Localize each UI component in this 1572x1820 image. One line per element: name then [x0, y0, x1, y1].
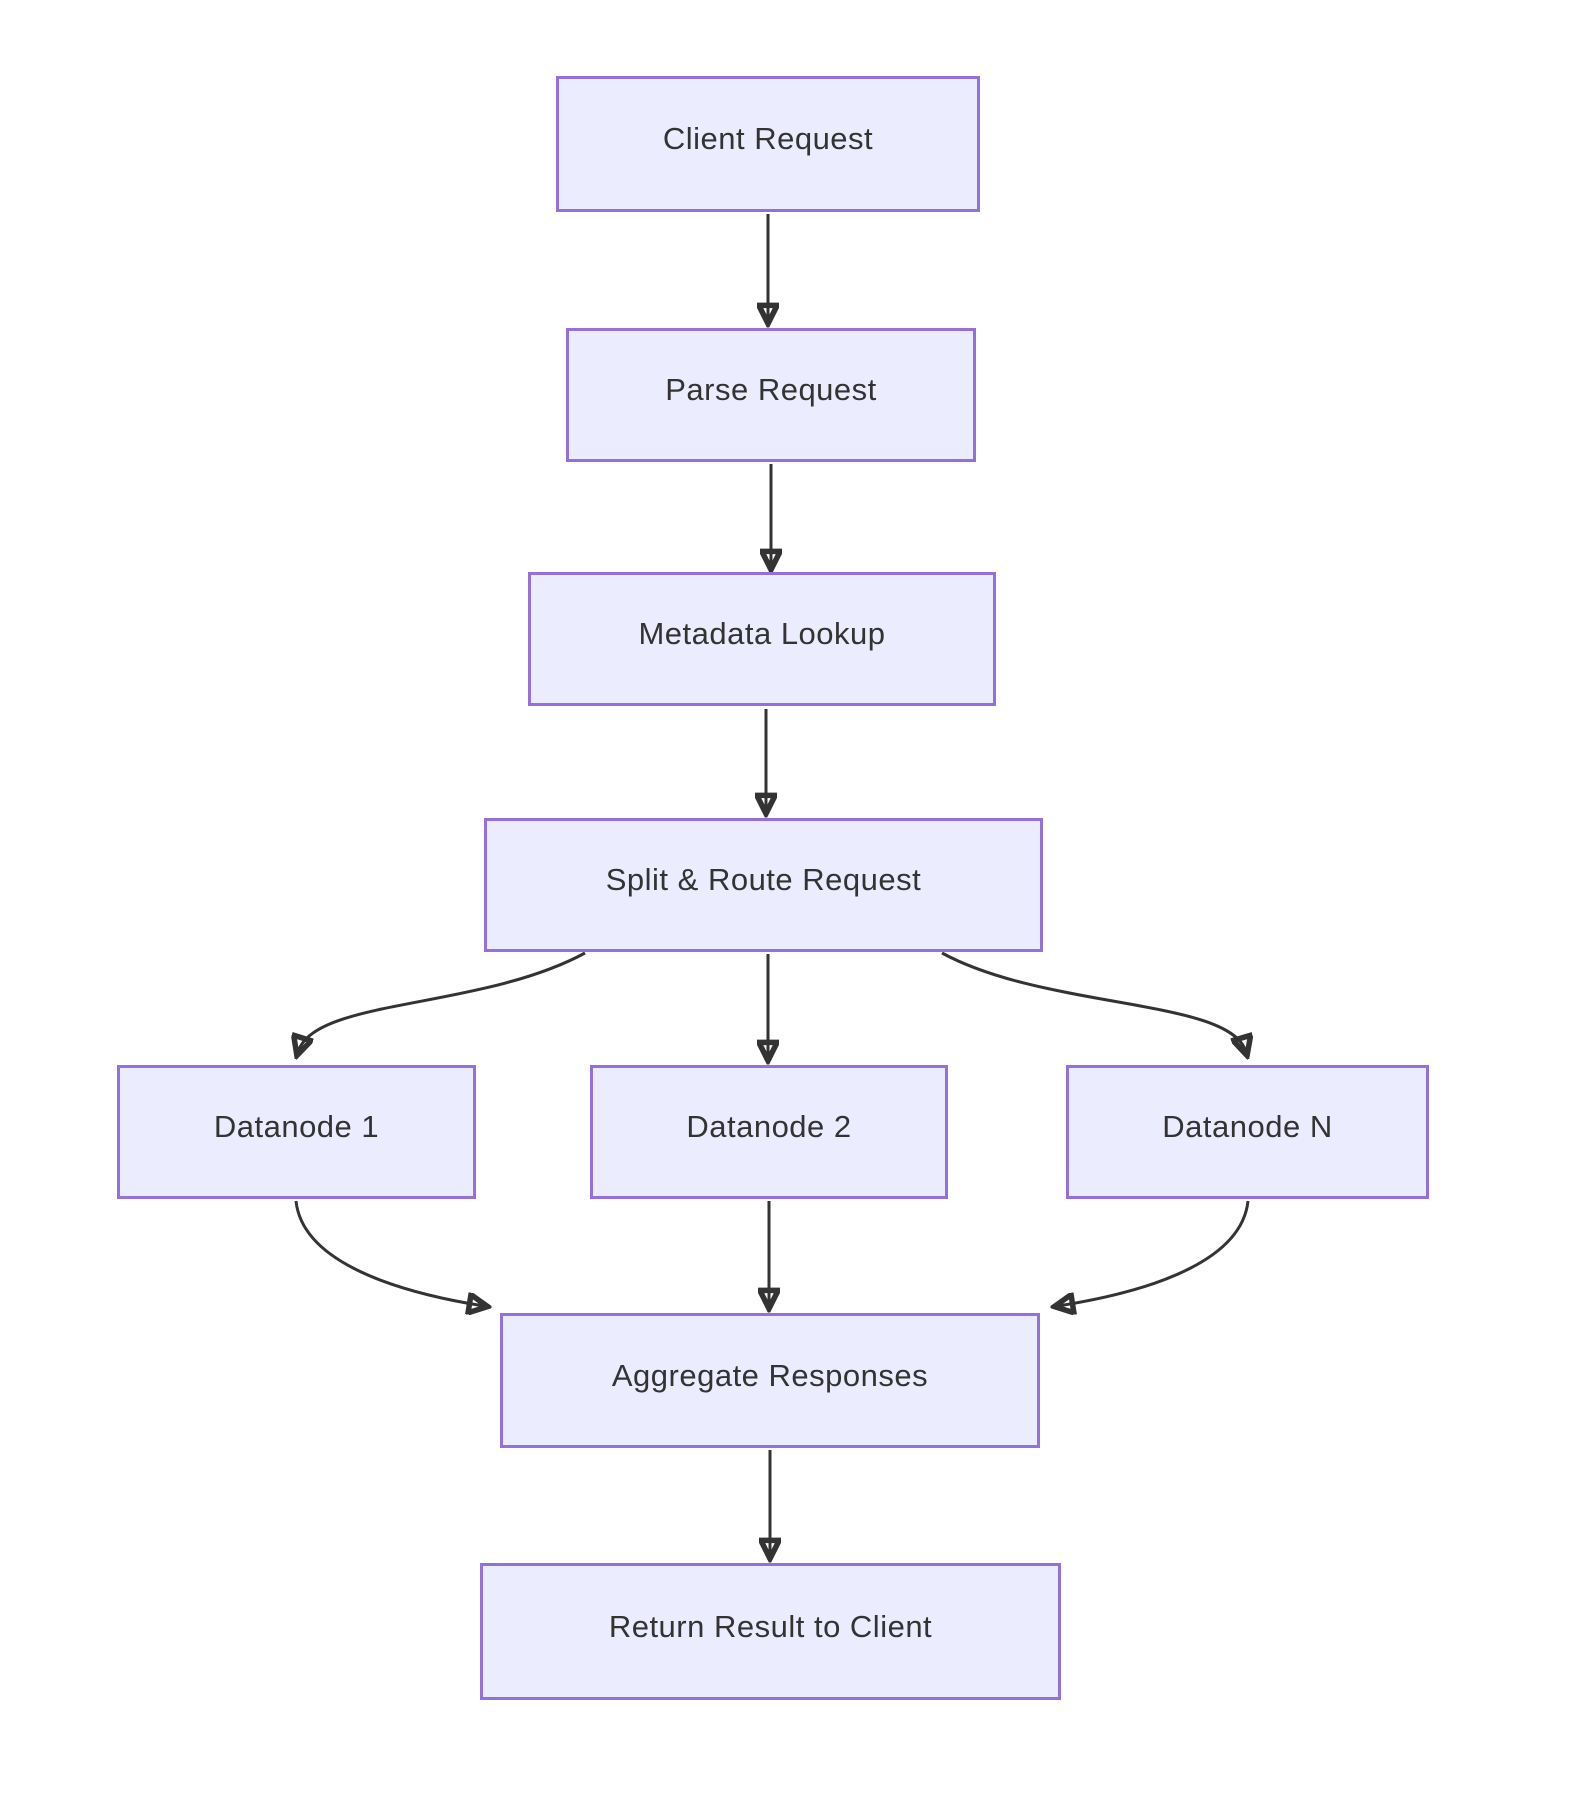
node-client-request-label: Client Request: [662, 121, 874, 156]
edge-split-to-datanodeN: [941, 951, 1246, 1052]
edge-datanode1-to-aggregate: [294, 1200, 484, 1306]
node-parse-request-label: Parse Request: [665, 372, 877, 407]
edge-datanodeN-to-aggregate: [1058, 1200, 1250, 1306]
node-datanode-2-label: Datanode 2: [686, 1109, 852, 1144]
node-aggregate-responses-label: Aggregate Responses: [611, 1357, 929, 1393]
node-datanode-1-label: Datanode 1: [213, 1109, 380, 1144]
node-datanode-1: Datanode 1: [117, 1065, 476, 1199]
node-split-route-request-label: Split & Route Request: [605, 862, 922, 897]
node-parse-request: Parse Request: [566, 328, 976, 462]
node-split-route-request: Split & Route Request: [484, 818, 1043, 952]
node-metadata-lookup: Metadata Lookup: [528, 572, 996, 706]
node-return-result: Return Result to Client: [480, 1563, 1061, 1700]
node-return-result-label: Return Result to Client: [608, 1608, 933, 1644]
node-metadata-lookup-label: Metadata Lookup: [638, 616, 886, 651]
node-aggregate-responses: Aggregate Responses: [500, 1313, 1040, 1448]
node-client-request: Client Request: [556, 76, 980, 212]
node-datanode-2: Datanode 2: [590, 1065, 948, 1199]
node-datanode-n: Datanode N: [1066, 1065, 1429, 1199]
edge-split-to-datanode1: [298, 951, 586, 1052]
node-datanode-n-label: Datanode N: [1162, 1109, 1333, 1144]
